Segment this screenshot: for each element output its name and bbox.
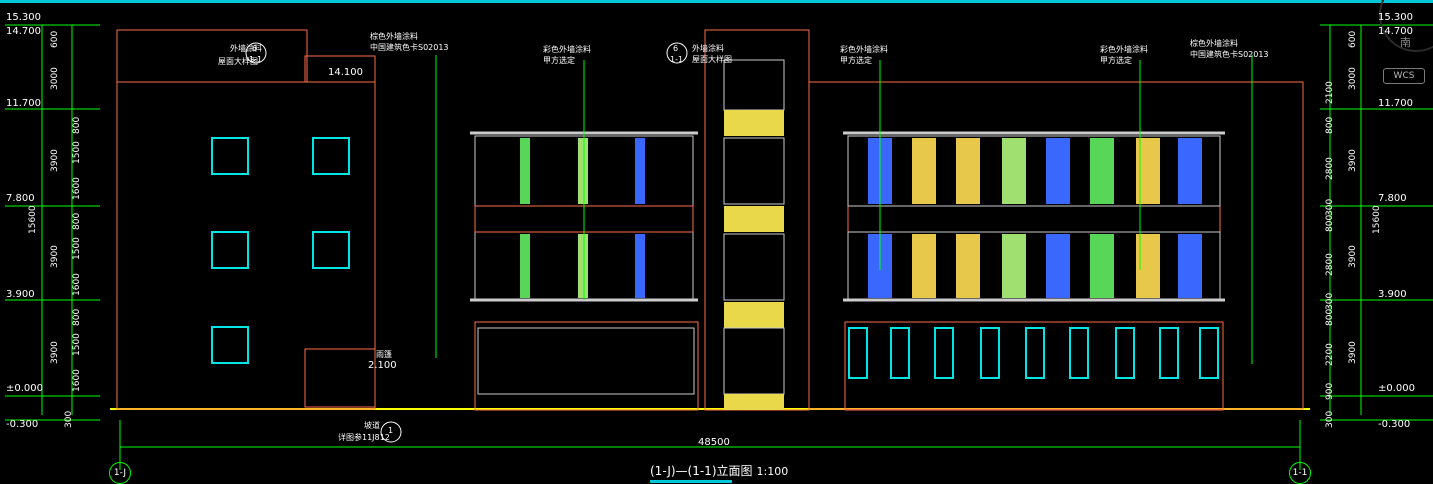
detail-mark-2-ref: 1-1 <box>670 55 684 64</box>
elev-left-0: ±0.000 <box>6 383 44 394</box>
detail-mark-1-ref: 1-1 <box>249 55 263 64</box>
note-owner-select-2: 甲方选定 <box>840 56 872 65</box>
dim-right-300-c: 300 <box>1325 410 1335 428</box>
note-color-paint-1: 彩色外墙涂料 <box>543 45 591 54</box>
overall-dimension: 48500 <box>698 437 730 448</box>
dim-left-800-a: 800 <box>72 116 82 134</box>
dim-right-3900-b: 3900 <box>1348 245 1358 268</box>
elev-right-3900: 3.900 <box>1378 289 1407 300</box>
dim-left-600: 600 <box>50 30 60 48</box>
axis-bubble-right: 1-1 <box>1289 462 1311 484</box>
dim-right-3900-a: 3900 <box>1348 149 1358 172</box>
dim-left-1600-a: 1600 <box>72 177 82 200</box>
dim-left-1600-c: 1600 <box>72 369 82 392</box>
left-windows <box>211 137 350 364</box>
right-window-frames <box>843 131 1225 302</box>
right-color-strips <box>868 138 1202 298</box>
dim-right-300-a: 300 <box>1325 198 1335 216</box>
note-color-card-1: 中国建筑色卡S02013 <box>370 43 449 52</box>
dim-right-2100: 2100 <box>1325 81 1335 104</box>
elev-left-3900: 3.900 <box>6 289 35 300</box>
note-brown-paint-2: 棕色外墙涂料 <box>1190 39 1238 48</box>
door-elev-label: 2.100 <box>368 360 397 371</box>
drawing-title-text: (1-J)—(1-1)立面图 <box>650 464 753 478</box>
dim-left-800-b: 800 <box>72 212 82 230</box>
detail-mark-3-num: 1 <box>388 426 394 435</box>
stair-tower-glazing <box>723 59 785 410</box>
dim-right-3900-c: 3900 <box>1348 341 1358 364</box>
dim-right-2200: 2200 <box>1325 343 1335 366</box>
detail-mark-1-num: 6 <box>252 44 258 53</box>
note-color-paint-2: 彩色外墙涂料 <box>840 45 888 54</box>
roof-elev-label: 14.100 <box>328 67 363 78</box>
note-brown-paint-1: 棕色外墙涂料 <box>370 32 418 41</box>
note-roof-detail-1: 屋面大样图 <box>218 57 258 66</box>
elev-right-14700: 14.700 <box>1378 26 1413 37</box>
elev-right-7800: 7.800 <box>1378 193 1407 204</box>
note-color-card-2: 中国建筑色卡S02013 <box>1190 50 1269 59</box>
note-ext-paint-1: 外墙涂料 <box>230 44 262 53</box>
elev-left-15300: 15.300 <box>6 12 41 23</box>
axis-bubble-left: 1-J <box>109 462 131 484</box>
dim-right-800-c: 800 <box>1325 308 1335 326</box>
note-ramp-ref: 详图参11J812 <box>338 433 390 442</box>
dim-right-2800-a: 2800 <box>1325 157 1335 180</box>
middle-color-strips <box>520 138 645 298</box>
note-ext-paint-2: 外墙涂料 <box>692 44 724 53</box>
dim-left-800-c: 800 <box>72 308 82 326</box>
dim-right-2800-b: 2800 <box>1325 253 1335 276</box>
dim-right-900: 900 <box>1325 382 1335 400</box>
dim-left-1500-a: 1500 <box>72 141 82 164</box>
dim-left-1500-b: 1500 <box>72 237 82 260</box>
dim-right-300-b: 300 <box>1325 292 1335 310</box>
elev-left-11700: 11.700 <box>6 98 41 109</box>
dim-right-800-a: 800 <box>1325 116 1335 134</box>
dim-right-800-b: 800 <box>1325 214 1335 232</box>
dim-right-15600: 15600 <box>1372 205 1382 234</box>
wcs-button[interactable]: WCS <box>1383 68 1425 84</box>
drawing-scale: 1:100 <box>756 465 789 478</box>
dim-left-1500-c: 1500 <box>72 333 82 356</box>
elev-right-15300: 15.300 <box>1378 12 1413 23</box>
title-underline <box>650 480 732 483</box>
elev-right-0: ±0.000 <box>1378 383 1416 394</box>
compass-south-label[interactable]: 南 <box>1400 36 1411 49</box>
leader-lines <box>435 55 1253 364</box>
dim-left-3900-b: 3900 <box>50 245 60 268</box>
left-dimension-rails <box>5 24 100 421</box>
note-color-paint-3: 彩色外墙涂料 <box>1100 45 1148 54</box>
note-ramp: 坡道 <box>364 421 380 430</box>
viewport-top-border <box>0 0 1433 3</box>
note-owner-select-3: 甲方选定 <box>1100 56 1132 65</box>
detail-mark-2-num: 6 <box>673 44 679 53</box>
elev-left-14700: 14.700 <box>6 26 41 37</box>
dim-left-3000: 3000 <box>50 67 60 90</box>
note-canopy: 雨篷 <box>376 350 392 359</box>
dim-left-1600-b: 1600 <box>72 273 82 296</box>
elev-right-11700: 11.700 <box>1378 98 1413 109</box>
dim-right-600: 600 <box>1348 30 1358 48</box>
detail-callouts <box>245 42 688 443</box>
dim-right-3000: 3000 <box>1348 67 1358 90</box>
dim-left-3900-a: 3900 <box>50 149 60 172</box>
right-ground-windows <box>848 327 1219 379</box>
elev-left-minus300: -0.300 <box>6 419 39 430</box>
dim-left-300: 300 <box>64 410 74 428</box>
note-roof-detail-2: 屋面大样图 <box>692 55 732 64</box>
dim-left-15600: 15600 <box>28 205 38 234</box>
elev-right-minus300: -0.300 <box>1378 419 1411 430</box>
note-owner-select-1: 甲方选定 <box>543 56 575 65</box>
right-dimension-rails <box>1320 24 1433 421</box>
building-left-block <box>116 29 376 410</box>
elev-left-7800: 7.800 <box>6 193 35 204</box>
dim-left-3900-c: 3900 <box>50 341 60 364</box>
